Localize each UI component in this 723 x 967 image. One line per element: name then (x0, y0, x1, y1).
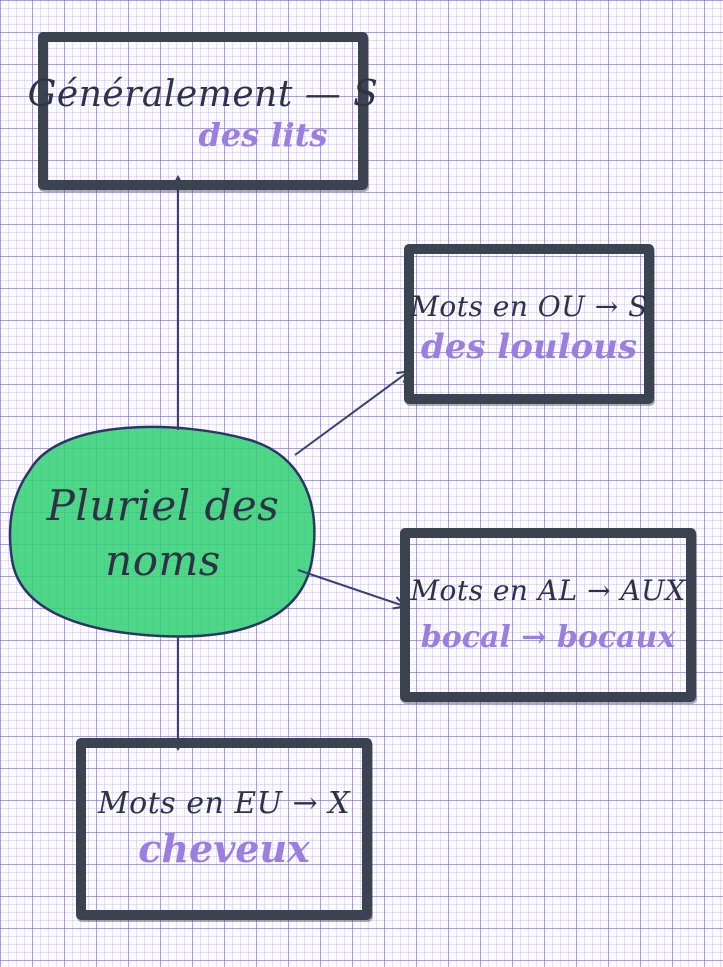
center-title-line1: Pluriel des (46, 481, 280, 531)
arrow-to-ou (294, 372, 408, 456)
al-example-text: bocal → bocaux (420, 619, 676, 655)
box-general-rule: Généralement — S des lits (28, 32, 378, 190)
center-blob-shape (8, 425, 316, 638)
box-al-rule: Mots en AL → AUX bocal → bocaux (400, 528, 696, 702)
ou-rule-text: Mots en OU → S (410, 290, 648, 324)
arrow-to-al (297, 569, 404, 606)
box-eu-rule: Mots en EU → X cheveux (76, 738, 372, 920)
eu-example-text: cheveux (138, 826, 310, 872)
ou-example-text: des loulous (420, 326, 638, 367)
general-rule-text: Généralement — S (27, 73, 379, 115)
center-title-line2: noms (105, 536, 221, 585)
eu-rule-text: Mots en EU → X (97, 785, 351, 821)
al-rule-text: Mots en AL → AUX (410, 573, 686, 607)
general-example-text: des lits (198, 116, 328, 155)
box-ou-rule: Mots en OU → S des loulous (404, 244, 654, 404)
center-node: Pluriel des noms (10, 428, 316, 640)
